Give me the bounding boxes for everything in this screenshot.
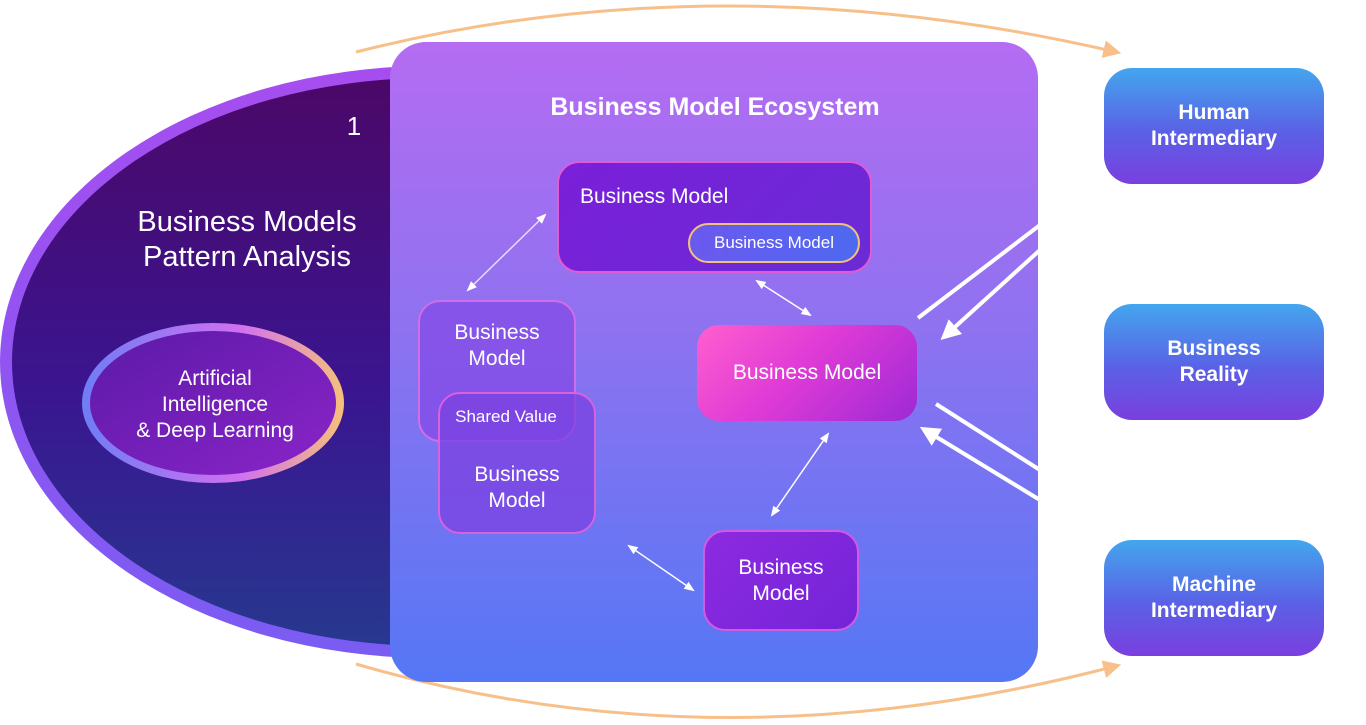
human-intermediary-box: Human Intermediary: [1104, 68, 1324, 184]
machine-intermediary-line2: Intermediary: [1150, 599, 1278, 622]
arrow-machine-in: [919, 426, 1042, 502]
arrow-machine-out: [934, 402, 1042, 472]
connector-left-bottom: [627, 544, 695, 592]
business-model-left-line2: Model: [468, 347, 526, 370]
business-model-left2-line1: Business: [474, 463, 560, 486]
ai-label-line1: Artificial: [178, 367, 252, 390]
arrow-human-in: [940, 248, 1042, 341]
pattern-analysis-title: Business Models Pattern Analysis: [102, 205, 392, 275]
business-reality-line2: Reality: [1179, 363, 1249, 386]
business-model-bottom-line2: Model: [752, 581, 810, 605]
pattern-analysis-title-line1: Business Models: [137, 206, 357, 238]
business-reality-line1: Business: [1167, 337, 1261, 360]
machine-intermediary-box: Machine Intermediary: [1104, 540, 1324, 656]
connector-top-center: [755, 279, 812, 317]
pattern-analysis-title-line2: Pattern Analysis: [143, 241, 351, 273]
business-reality-box: Business Reality: [1104, 304, 1324, 420]
shared-value-label: Shared Value: [455, 407, 557, 426]
human-intermediary-line1: Human: [1178, 101, 1250, 124]
top-arc-arrow: [355, 4, 1122, 58]
business-model-left-line1: Business: [454, 321, 540, 344]
business-model-top-label: Business Model: [580, 185, 729, 208]
machine-intermediary-line1: Machine: [1171, 573, 1257, 596]
business-model-inner-pill: Business Model: [688, 223, 860, 263]
bottom-arc-arrow: [355, 660, 1122, 719]
business-model-bottom-box: Business Model: [703, 530, 859, 631]
business-model-left2-line2: Model: [488, 489, 546, 512]
ai-label-line3: & Deep Learning: [136, 419, 294, 442]
business-model-left2-box: Business Model: [438, 392, 596, 534]
ai-ellipse: [90, 331, 336, 475]
ai-label-line2: Intelligence: [161, 393, 269, 416]
connector-center-bottom: [770, 432, 830, 517]
ecosystem-title: Business Model Ecosystem: [550, 93, 880, 121]
ai-deep-learning-label: Artificial Intelligence & Deep Learning: [120, 366, 310, 444]
step-number: 1: [346, 111, 362, 141]
business-model-bottom-line1: Business: [738, 555, 824, 579]
connector-top-left: [466, 213, 547, 292]
human-intermediary-line2: Intermediary: [1150, 127, 1278, 150]
business-model-center-box: Business Model: [697, 325, 917, 421]
arrow-human-out: [916, 223, 1042, 320]
